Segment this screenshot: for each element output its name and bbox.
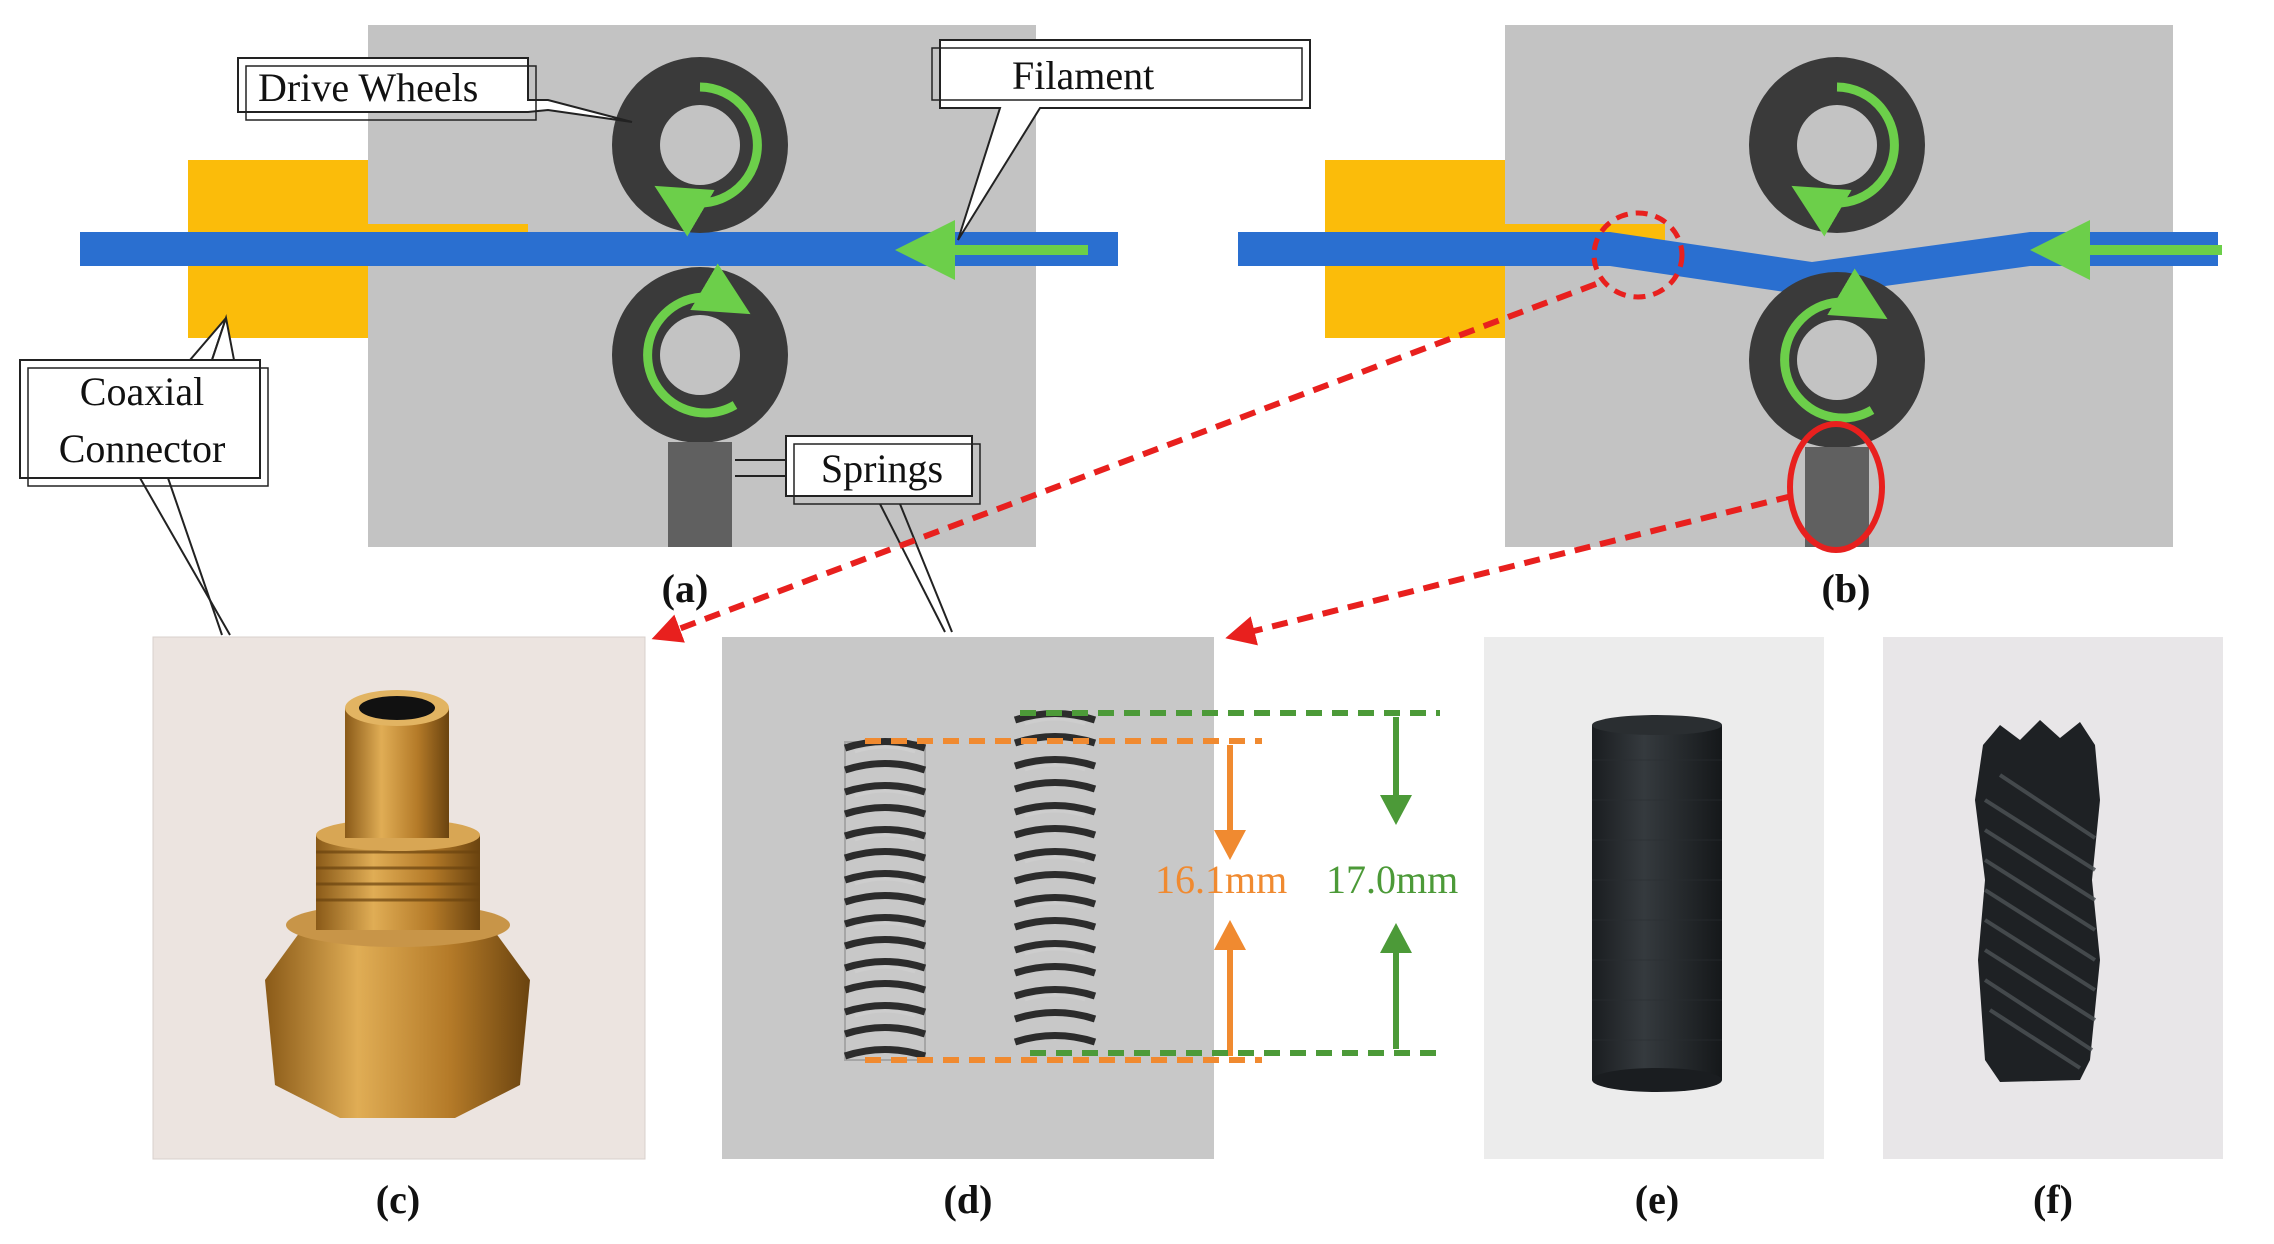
spring-highlight-oval <box>1787 421 1885 553</box>
callout-drive-wheels-text: Drive Wheels <box>258 65 478 110</box>
callout-springs-text: Springs <box>821 446 943 491</box>
pointer-arrow-to-connector <box>651 281 1598 643</box>
panel-label-d: (d) <box>944 1177 993 1222</box>
panel-label-a: (a) <box>662 566 709 611</box>
measurement-orange-label: 16.1mm <box>1155 857 1287 902</box>
callout-coaxial-connector: Coaxial Connector <box>19 314 269 636</box>
panel-b-schematic: (b) <box>1238 25 2222 611</box>
panel-label-f: (f) <box>2033 1177 2073 1222</box>
spring-compressed <box>843 738 927 1061</box>
buckle-highlight-circle <box>1591 210 1685 300</box>
measurement-green-label: 17.0mm <box>1326 857 1458 902</box>
callout-drive-wheels: Drive Wheels <box>237 57 633 123</box>
drive-wheel-top-a <box>612 57 788 237</box>
panel-c-connector-photo <box>152 636 646 1160</box>
drive-wheel-bottom-b <box>1749 268 1925 448</box>
spring-b <box>1805 447 1869 547</box>
drive-wheel-bottom-a <box>612 263 788 443</box>
panel-e-cylinder-photo <box>1484 637 1824 1159</box>
spring-a <box>668 442 732 547</box>
filament-buckled-b <box>1238 232 2218 296</box>
callout-coaxial-text-line2: Connector <box>59 426 226 471</box>
panel-a-schematic: Drive Wheels Filament Coaxial Connector … <box>19 25 1311 636</box>
panel-label-b: (b) <box>1822 566 1871 611</box>
callout-filament: Filament <box>931 39 1311 241</box>
pointer-arrow-to-springs <box>1225 493 1793 646</box>
panel-f-damaged-photo <box>1883 637 2223 1159</box>
callout-filament-text: Filament <box>1012 53 1154 98</box>
callout-coaxial-text-line1: Coaxial <box>80 369 204 414</box>
callout-springs: Springs <box>735 435 981 633</box>
panel-d-springs-photo <box>722 637 1440 1159</box>
panel-label-e: (e) <box>1635 1177 1679 1222</box>
spring-free <box>1013 710 1097 1046</box>
panel-label-c: (c) <box>376 1177 420 1222</box>
drive-wheel-top-b <box>1749 57 1925 237</box>
